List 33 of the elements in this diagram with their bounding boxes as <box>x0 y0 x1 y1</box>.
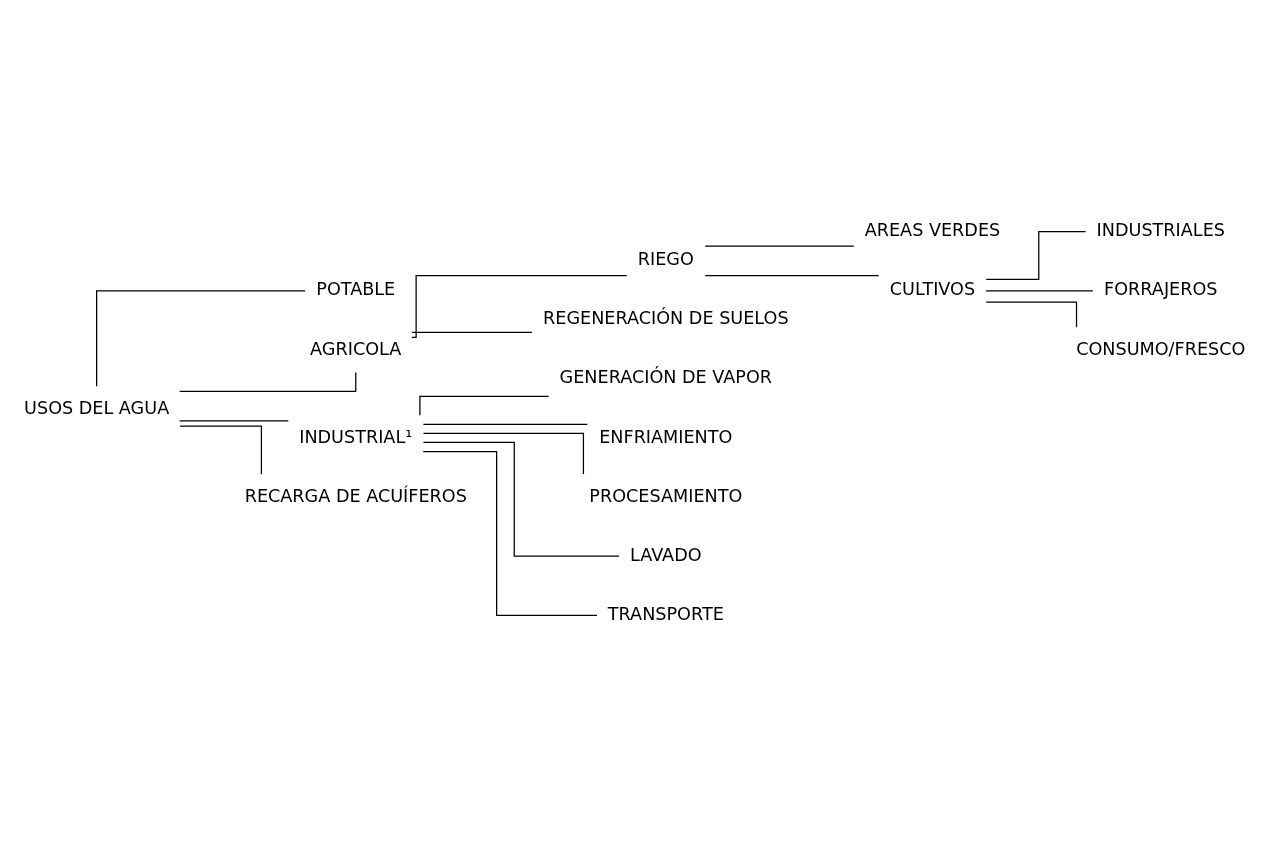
connector <box>704 245 855 247</box>
node-text: USOS DEL AGUA <box>24 397 170 418</box>
connector <box>422 441 620 557</box>
node-text: INDUSTRIAL¹ <box>299 426 413 447</box>
node-text: CONSUMO/FRESCO <box>1076 338 1246 359</box>
connector <box>179 425 263 475</box>
node-text: LAVADO <box>630 544 702 565</box>
connector <box>179 420 289 422</box>
node-text: AGRICOLA <box>310 338 402 359</box>
connector <box>179 372 357 393</box>
connector <box>704 275 880 277</box>
node-text: INDUSTRIALES <box>1096 220 1225 241</box>
connector <box>422 450 598 616</box>
node-text: TRANSPORTE <box>607 603 724 624</box>
connector <box>985 301 1078 328</box>
node-text: GENERACIÓN DE VAPOR <box>559 367 773 388</box>
node-text: PROCESAMIENTO <box>589 485 743 506</box>
connector <box>411 331 533 333</box>
connector <box>422 432 585 475</box>
connector <box>411 275 628 338</box>
node-text: AREAS VERDES <box>864 220 1001 241</box>
node-text: POTABLE <box>316 279 396 300</box>
connector <box>422 423 588 425</box>
node-text: REGENERACIÓN DE SUELOS <box>543 308 789 329</box>
connector <box>985 290 1094 292</box>
node-text: CULTIVOS <box>889 279 976 300</box>
connector <box>419 395 550 416</box>
connector <box>96 290 306 387</box>
connector <box>985 231 1087 281</box>
node-text: FORRAJEROS <box>1104 279 1218 300</box>
node-text: ENFRIAMIENTO <box>599 426 733 447</box>
node-text: RECARGA DE ACUÍFEROS <box>244 485 467 506</box>
node-text: RIEGO <box>637 249 694 270</box>
